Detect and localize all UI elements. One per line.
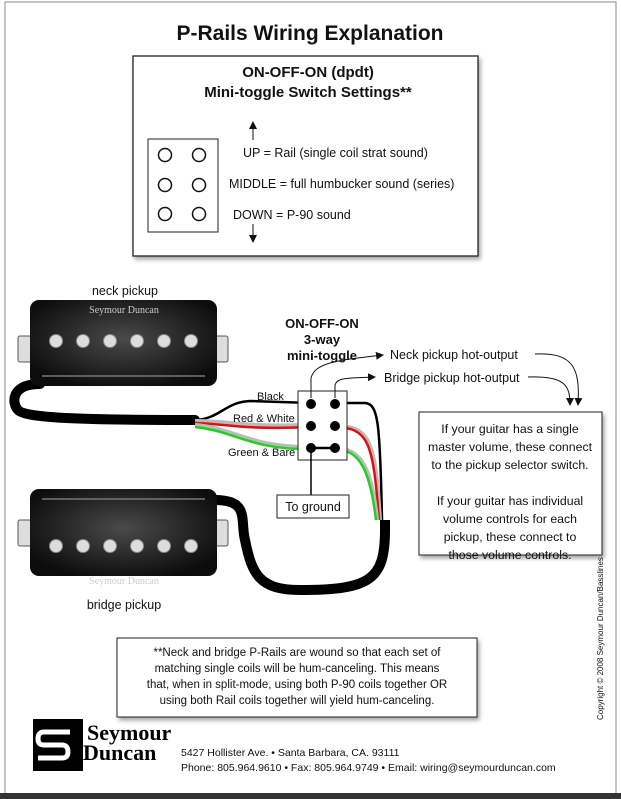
bridge-cable: [214, 495, 390, 596]
footnote-box: [116, 637, 478, 718]
footnote-line: that, when in split-mode, using both P-9…: [147, 679, 447, 691]
info-line: If your guitar has individual: [437, 494, 583, 508]
setting-down: DOWN = P-90 sound: [233, 208, 351, 222]
info-line: pickup, these connect to: [444, 530, 577, 544]
logo-text-2: Duncan: [83, 740, 156, 765]
contact-address: 5427 Hollister Ave. • Santa Barbara, CA.…: [181, 747, 400, 759]
wire-black: [194, 399, 312, 422]
info-line: those volume controls.: [448, 548, 571, 562]
switch-lug-holes: [157, 147, 207, 222]
bridge-wire-black: [335, 401, 384, 521]
switch-label-1: ON-OFF-ON: [285, 316, 359, 331]
switch-label-2: 3-way: [304, 332, 341, 347]
bottom-bar: [0, 793, 621, 799]
switch-label-3: mini-toggle: [287, 348, 357, 363]
bridge-to-info-arrow-icon: [527, 376, 574, 406]
ground-label: To ground: [285, 500, 341, 514]
footnote-line: using both Rail coils together will yiel…: [160, 695, 435, 707]
label-green-bare: Green & Bare: [228, 447, 295, 459]
info-line: to the pickup selector switch.: [431, 458, 588, 472]
bridge-pickup: Seymour Duncan bridge pickup: [17, 489, 229, 612]
neck-to-info-arrow-icon: [534, 353, 583, 406]
settings-title-1: ON-OFF-ON (dpdt): [242, 64, 374, 81]
setting-up: UP = Rail (single coil strat sound): [243, 146, 428, 160]
wire-red: [194, 421, 312, 430]
contact-phone-line: Phone: 805.964.9610 • Fax: 805.964.9749 …: [181, 762, 556, 774]
setting-middle: MIDDLE = full humbucker sound (series): [229, 177, 454, 191]
settings-title-2: Mini-toggle Switch Settings**: [204, 84, 412, 101]
footnote-line: **Neck and bridge P-Rails are wound so t…: [153, 647, 441, 659]
bridge-output-label: Bridge pickup hot-output: [384, 371, 520, 385]
logo-text-1: Seymour: [87, 720, 172, 745]
wire-white: [194, 419, 312, 428]
seymour-duncan-logo: Seymour Duncan: [33, 719, 172, 771]
footnote-line: matching single coils will be hum-cancel…: [155, 663, 440, 675]
ground-box: [276, 494, 350, 519]
label-red-white: Red & White: [233, 413, 295, 425]
wire-bare: [194, 423, 312, 450]
neck-cable: [9, 379, 200, 425]
neck-output-label: Neck pickup hot-output: [390, 348, 518, 362]
info-line: volume controls for each: [443, 512, 577, 526]
page-title: P-Rails Wiring Explanation: [176, 22, 443, 45]
neck-pickup: neck pickup Seymour Duncan: [17, 284, 229, 386]
bridge-output-arrow-icon: [334, 373, 376, 398]
switch-settings-box: ON-OFF-ON (dpdt) Mini-toggle Switch Sett…: [132, 55, 479, 257]
label-black: Black: [257, 391, 284, 403]
info-box: [418, 411, 603, 556]
pole-pieces: [49, 334, 198, 348]
neck-output-arrow-icon: [310, 351, 384, 398]
info-line: If your guitar has a single: [441, 422, 579, 436]
copyright: Copyright © 2008 Seymour Duncan/Bassline…: [596, 557, 605, 720]
neck-pickup-brand: Seymour Duncan: [89, 305, 159, 316]
info-text: If your guitar has a single master volum…: [428, 422, 593, 562]
info-line: master volume, these connect: [428, 440, 593, 454]
bridge-pickup-brand: Seymour Duncan: [89, 576, 159, 587]
wire-green: [194, 425, 312, 451]
mini-toggle-switch: [297, 390, 348, 497]
neck-pickup-label: neck pickup: [92, 284, 158, 298]
bridge-pickup-label: bridge pickup: [87, 598, 161, 612]
